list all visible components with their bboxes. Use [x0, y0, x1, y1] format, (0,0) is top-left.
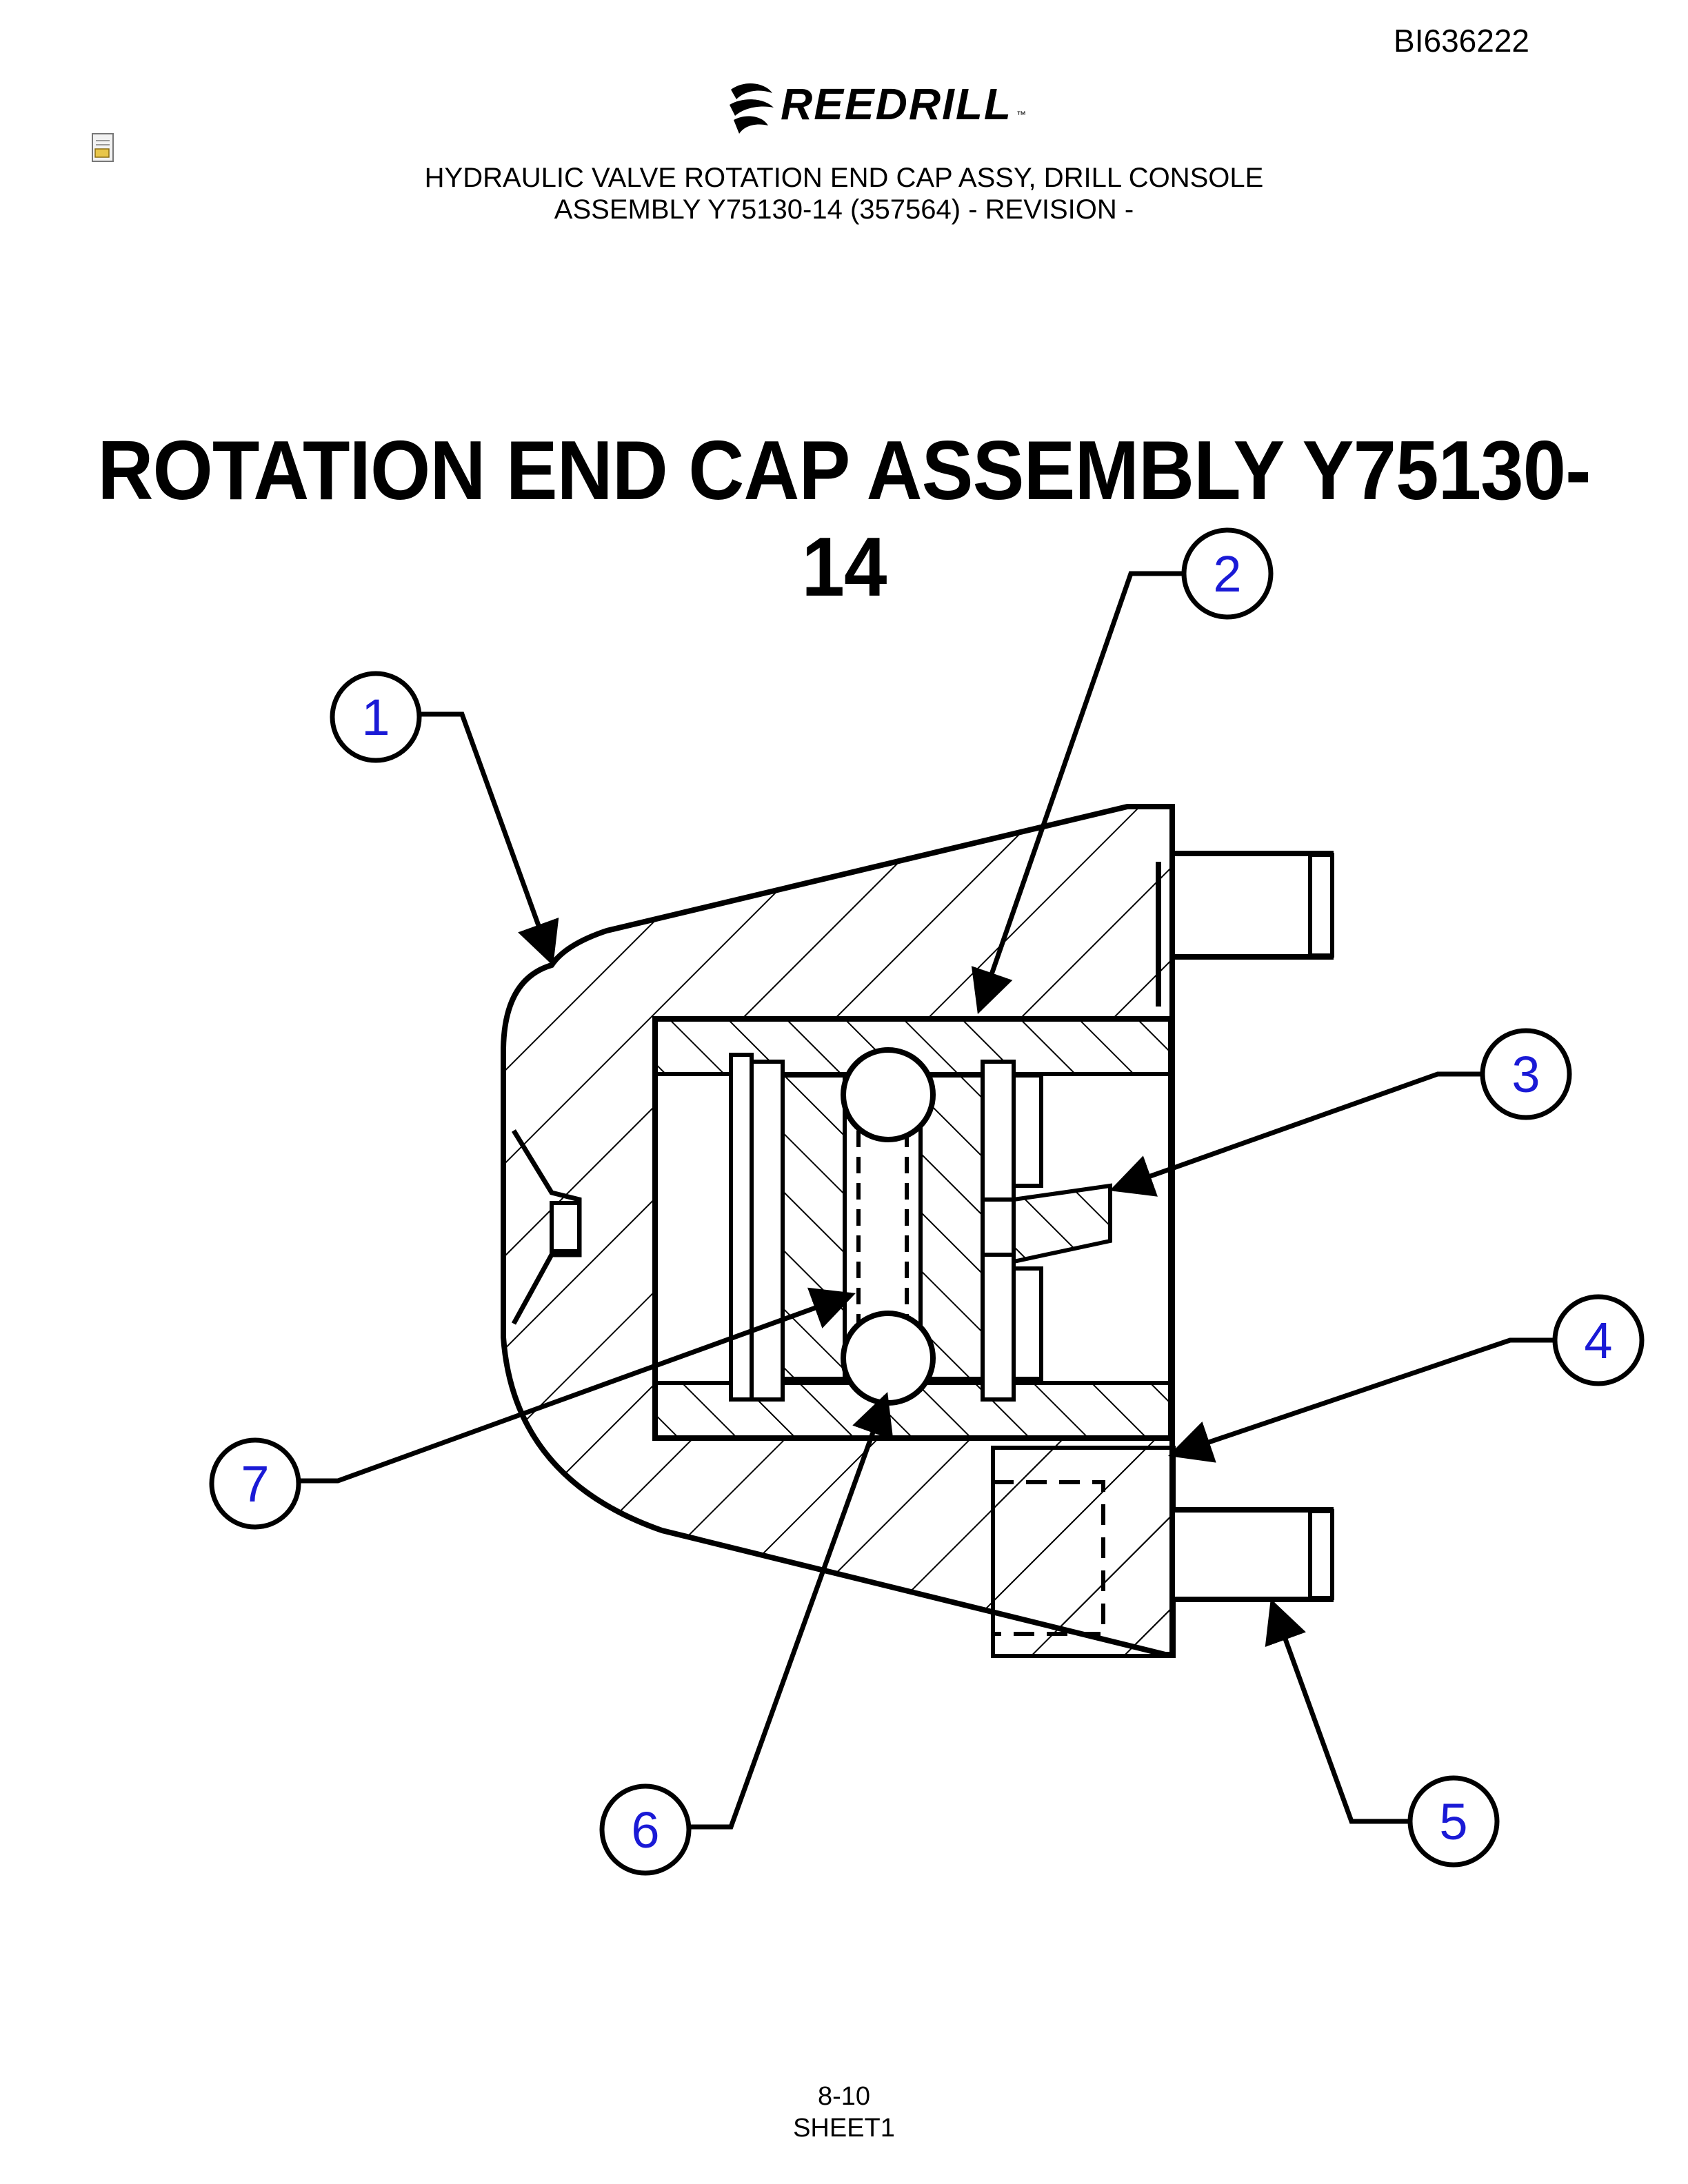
callout-1[interactable]: 1 [330, 671, 422, 763]
leader-2 [971, 571, 1185, 1014]
document-icon[interactable] [90, 132, 117, 163]
callout-6-label: 6 [631, 1801, 659, 1859]
leader-5 [1265, 1599, 1410, 1824]
callout-leaders [298, 571, 1557, 1830]
callout-3-label: 3 [1511, 1046, 1540, 1103]
callout-1-label: 1 [361, 689, 390, 746]
header-line-1: HYDRAULIC VALVE ROTATION END CAP ASSY, D… [424, 163, 1264, 193]
leader-3 [1109, 1071, 1483, 1197]
spool-assembly [653, 1017, 1173, 1440]
upper-fitting [1156, 851, 1334, 1007]
page-number: 8-10 [817, 2082, 871, 2111]
sheet-label: SHEET1 [793, 2114, 895, 2143]
document-id: BI636222 [1394, 23, 1529, 59]
reedrill-swirl-icon [730, 83, 774, 134]
page-title: ROTATION END CAP ASSEMBLY Y75130-14 [97, 423, 1591, 614]
brand-logo: REEDRILL ™ [724, 76, 1041, 138]
leader-6 [687, 1392, 894, 1830]
left-plug [511, 1129, 582, 1325]
trademark-mark: ™ [1016, 109, 1026, 120]
callout-6[interactable]: 6 [599, 1783, 692, 1876]
callout-4[interactable]: 4 [1552, 1294, 1645, 1386]
leader-1 [419, 711, 559, 966]
callout-4-label: 4 [1584, 1312, 1612, 1369]
callout-5-label: 5 [1439, 1793, 1467, 1850]
header-line-2: ASSEMBLY Y75130-14 (357564) - REVISION - [554, 194, 1134, 225]
callout-5[interactable]: 5 [1407, 1775, 1500, 1868]
callout-7-label: 7 [241, 1455, 269, 1513]
leader-7 [298, 1287, 856, 1484]
callout-2[interactable]: 2 [1181, 527, 1274, 620]
callout-3[interactable]: 3 [1480, 1028, 1572, 1120]
brand-name: REEDRILL [781, 79, 1012, 129]
lower-fitting [1169, 1507, 1334, 1602]
callout-7[interactable]: 7 [209, 1437, 301, 1530]
callout-2-label: 2 [1213, 545, 1241, 603]
leader-4 [1168, 1337, 1557, 1463]
